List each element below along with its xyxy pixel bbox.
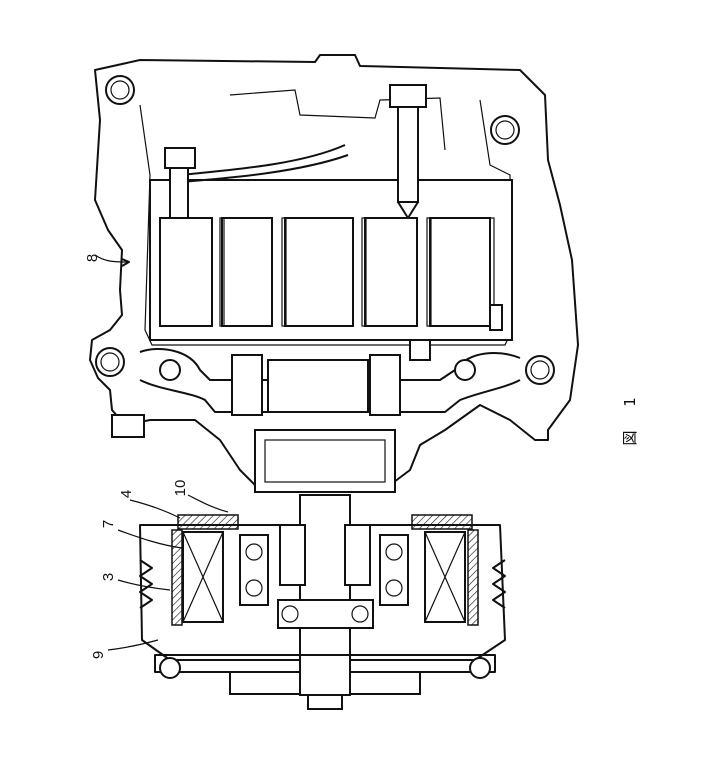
callout-4: 4 bbox=[118, 490, 135, 498]
electromagnetic-clutch bbox=[139, 494, 506, 710]
callout-label-7: 7 bbox=[100, 520, 117, 528]
cylinder-block bbox=[149, 84, 513, 341]
figure-label-char: 図 bbox=[621, 430, 639, 445]
swash-plate-assembly bbox=[111, 339, 521, 493]
callout-10: 10 bbox=[172, 480, 189, 497]
callout-7: 7 bbox=[100, 520, 117, 528]
figure-label-number: 1 bbox=[621, 397, 639, 407]
compressor-housing bbox=[89, 54, 579, 489]
callout-3: 3 bbox=[100, 573, 117, 581]
callout-9: 9 bbox=[90, 651, 107, 659]
callout-label-10: 10 bbox=[172, 480, 189, 497]
figure-label: 図 1 bbox=[621, 397, 639, 445]
callout-label-9: 9 bbox=[90, 651, 107, 659]
callout-leaders bbox=[94, 254, 229, 651]
callout-label-3: 3 bbox=[100, 573, 117, 581]
callout-8: 8 bbox=[84, 254, 101, 262]
callout-label-8: 8 bbox=[84, 254, 101, 262]
callout-label-4: 4 bbox=[118, 490, 135, 498]
